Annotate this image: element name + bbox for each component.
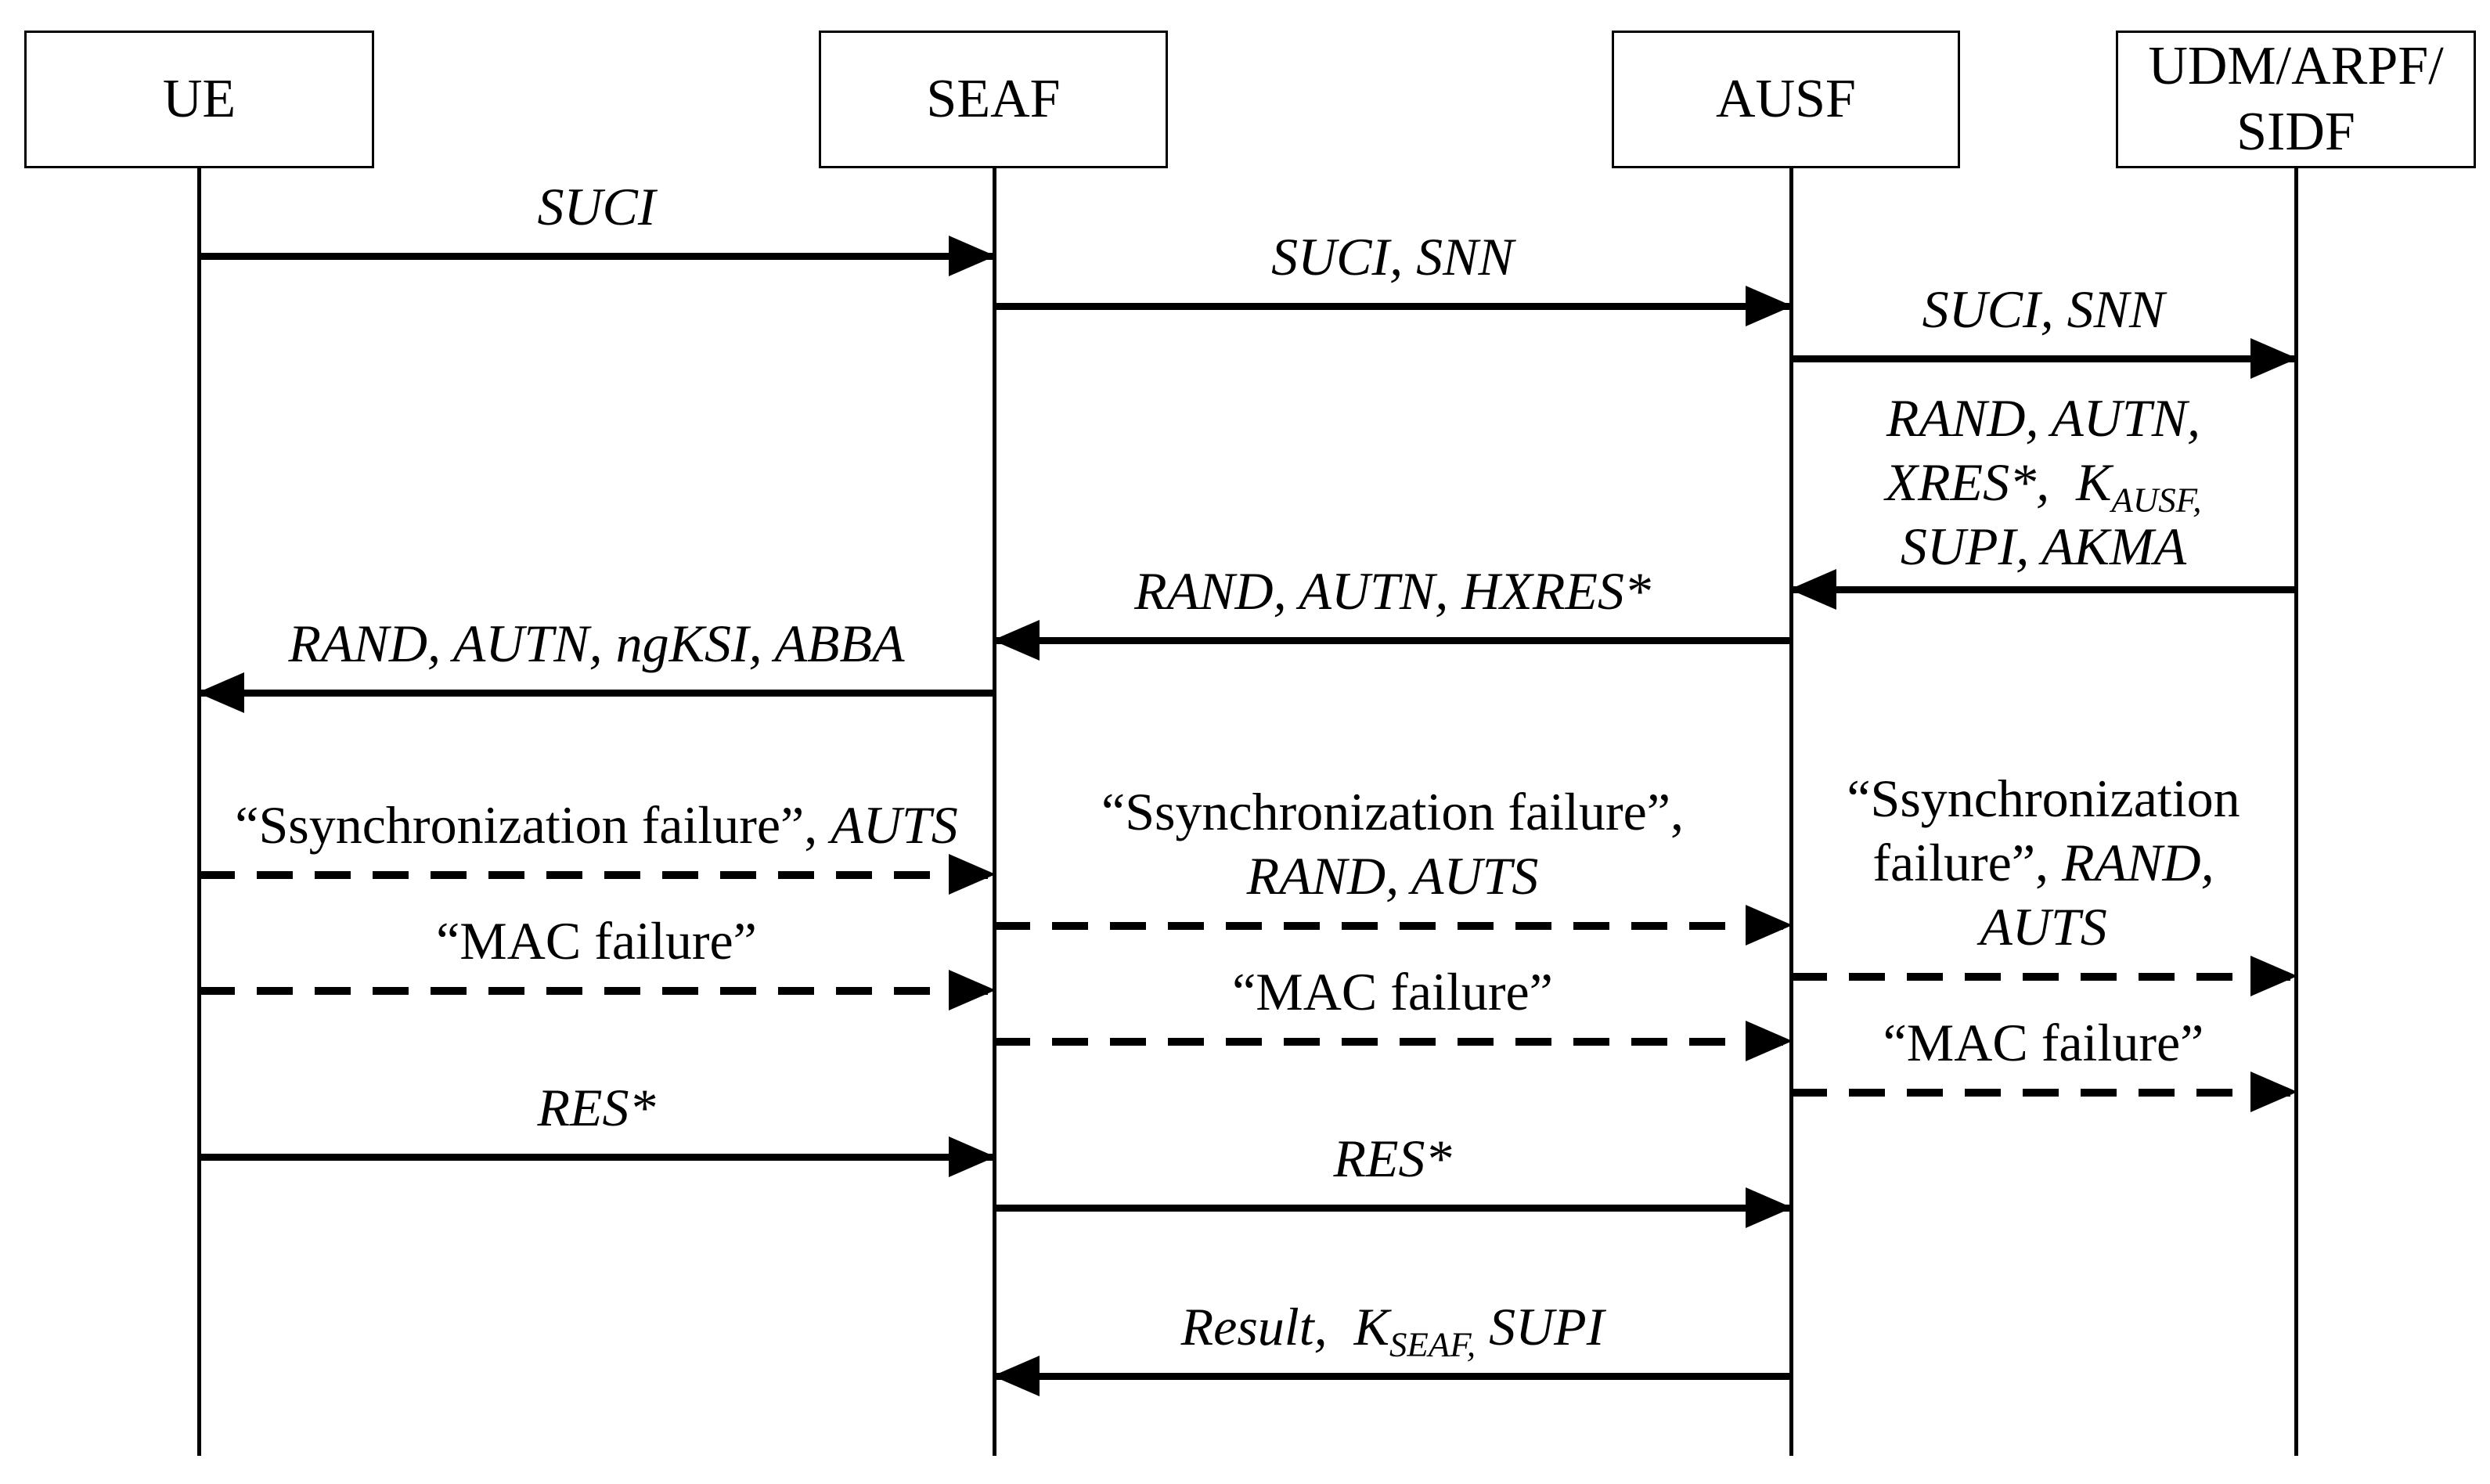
message-line: [199, 253, 994, 260]
message-text: RES*: [1333, 1129, 1452, 1188]
message-text: “MAC failure”: [1232, 962, 1553, 1021]
participant-label-ue: UE: [162, 69, 236, 129]
arrowhead-right-icon: [1746, 1021, 1793, 1061]
message-text: RAND, AUTN, HXRES*: [1134, 561, 1651, 621]
message-text-line2: XRES*, KAUSF,: [1791, 450, 2296, 517]
message-line: [1791, 973, 2296, 981]
message-text-line3: AUTS: [1980, 897, 2107, 956]
lifeline-seaf: [993, 168, 996, 1456]
message-text-quoted: “Ssynchronization failure”,: [235, 795, 831, 855]
message-text-line1: “Ssynchronization: [1847, 769, 2240, 828]
message-line: [994, 1373, 1791, 1380]
message-label: “Ssynchronization failure”, RAND, AUTS: [1791, 766, 2296, 959]
message-label: “MAC failure”: [199, 909, 994, 973]
message-line: [1791, 1089, 2296, 1097]
participant-box-ausf: AUSF: [1612, 31, 1960, 168]
message-text: XRES*, K: [1885, 452, 2112, 512]
message-text-line2: failure”, RAND,: [1791, 830, 2296, 895]
message-text-quoted: failure”,: [1872, 833, 2063, 892]
message-text-line1: RAND, AUTN,: [1886, 388, 2201, 448]
message-text-param: RAND,: [2062, 833, 2214, 892]
arrowhead-right-icon: [949, 236, 996, 276]
arrowhead-left-icon: [993, 1356, 1040, 1396]
message-line: [1791, 355, 2296, 362]
message-text-line2: RAND, AUTS: [1246, 846, 1539, 906]
participant-label-udm-line2: SIDF: [2236, 102, 2355, 162]
message-text: SUCI, SNN: [1271, 227, 1514, 286]
arrowhead-right-icon: [949, 1136, 996, 1177]
message-text: “MAC failure”: [436, 911, 757, 971]
participant-label-udm-line1: UDM/ARPF/: [2148, 36, 2444, 96]
lifeline-ausf: [1789, 168, 1793, 1456]
arrowhead-right-icon: [949, 970, 996, 1010]
message-text-line1: “Ssynchronization failure”,: [1101, 782, 1684, 841]
message-text-param: AUTS: [831, 795, 958, 855]
arrowhead-left-icon: [1789, 569, 1836, 610]
message-line: [199, 690, 994, 697]
lifeline-ue: [197, 168, 201, 1456]
arrowhead-left-icon: [197, 672, 244, 713]
arrowhead-left-icon: [993, 620, 1040, 661]
message-line: [199, 871, 994, 879]
arrowhead-right-icon: [2250, 956, 2297, 996]
arrowhead-right-icon: [2250, 1072, 2297, 1112]
message-line: [199, 987, 994, 995]
message-text: RES*: [537, 1078, 656, 1137]
message-label: SUCI, SNN: [994, 225, 1791, 289]
participant-label-ausf: AUSF: [1716, 69, 1856, 129]
arrowhead-right-icon: [2250, 338, 2297, 379]
message-label: “MAC failure”: [1791, 1010, 2296, 1075]
message-label: Result, KSEAF, SUPI: [994, 1295, 1791, 1362]
participant-box-seaf: SEAF: [819, 31, 1168, 168]
subscript-ausf: AUSF,: [2111, 480, 2202, 520]
message-line: [994, 1038, 1791, 1046]
participant-box-ue: UE: [24, 31, 374, 168]
message-label: “Ssynchronization failure”, AUTS: [199, 793, 994, 857]
arrowhead-right-icon: [1746, 286, 1793, 326]
message-line: [994, 637, 1791, 644]
arrowhead-right-icon: [1746, 1187, 1793, 1228]
message-line: [1791, 586, 2296, 593]
message-label: RAND, AUTN, HXRES*: [994, 559, 1791, 623]
arrowhead-right-icon: [949, 854, 996, 895]
message-text-line3: SUPI, AKMA: [1900, 517, 2187, 576]
message-line: [994, 922, 1791, 930]
message-label: “MAC failure”: [994, 960, 1791, 1024]
message-label: SUCI: [199, 175, 994, 239]
arrowhead-right-icon: [1746, 905, 1793, 946]
message-line: [994, 303, 1791, 310]
subscript-seaf: SEAF,: [1389, 1324, 1476, 1364]
message-label: RAND, AUTN, ngKSI, ABBA: [199, 611, 994, 675]
message-line: [199, 1154, 994, 1161]
message-text: SUCI, SNN: [1922, 279, 2165, 339]
message-label: RES*: [994, 1126, 1791, 1190]
message-text: RAND, AUTN, ngKSI, ABBA: [288, 614, 905, 673]
message-text: SUCI: [537, 177, 656, 236]
message-label: RES*: [199, 1075, 994, 1140]
lifeline-udm: [2294, 168, 2298, 1456]
message-text: “MAC failure”: [1883, 1013, 2204, 1072]
participant-label-seaf: SEAF: [926, 69, 1061, 129]
message-line: [994, 1205, 1791, 1212]
message-label: “Ssynchronization failure”, RAND, AUTS: [994, 780, 1791, 908]
message-label: RAND, AUTN, XRES*, KAUSF, SUPI, AKMA: [1791, 386, 2296, 578]
message-label: SUCI, SNN: [1791, 277, 2296, 341]
message-text-tail: SUPI: [1476, 1297, 1605, 1356]
message-text: Result, K: [1180, 1297, 1389, 1356]
participant-box-udm-arpf-sidf: UDM/ARPF/ SIDF: [2116, 31, 2476, 168]
